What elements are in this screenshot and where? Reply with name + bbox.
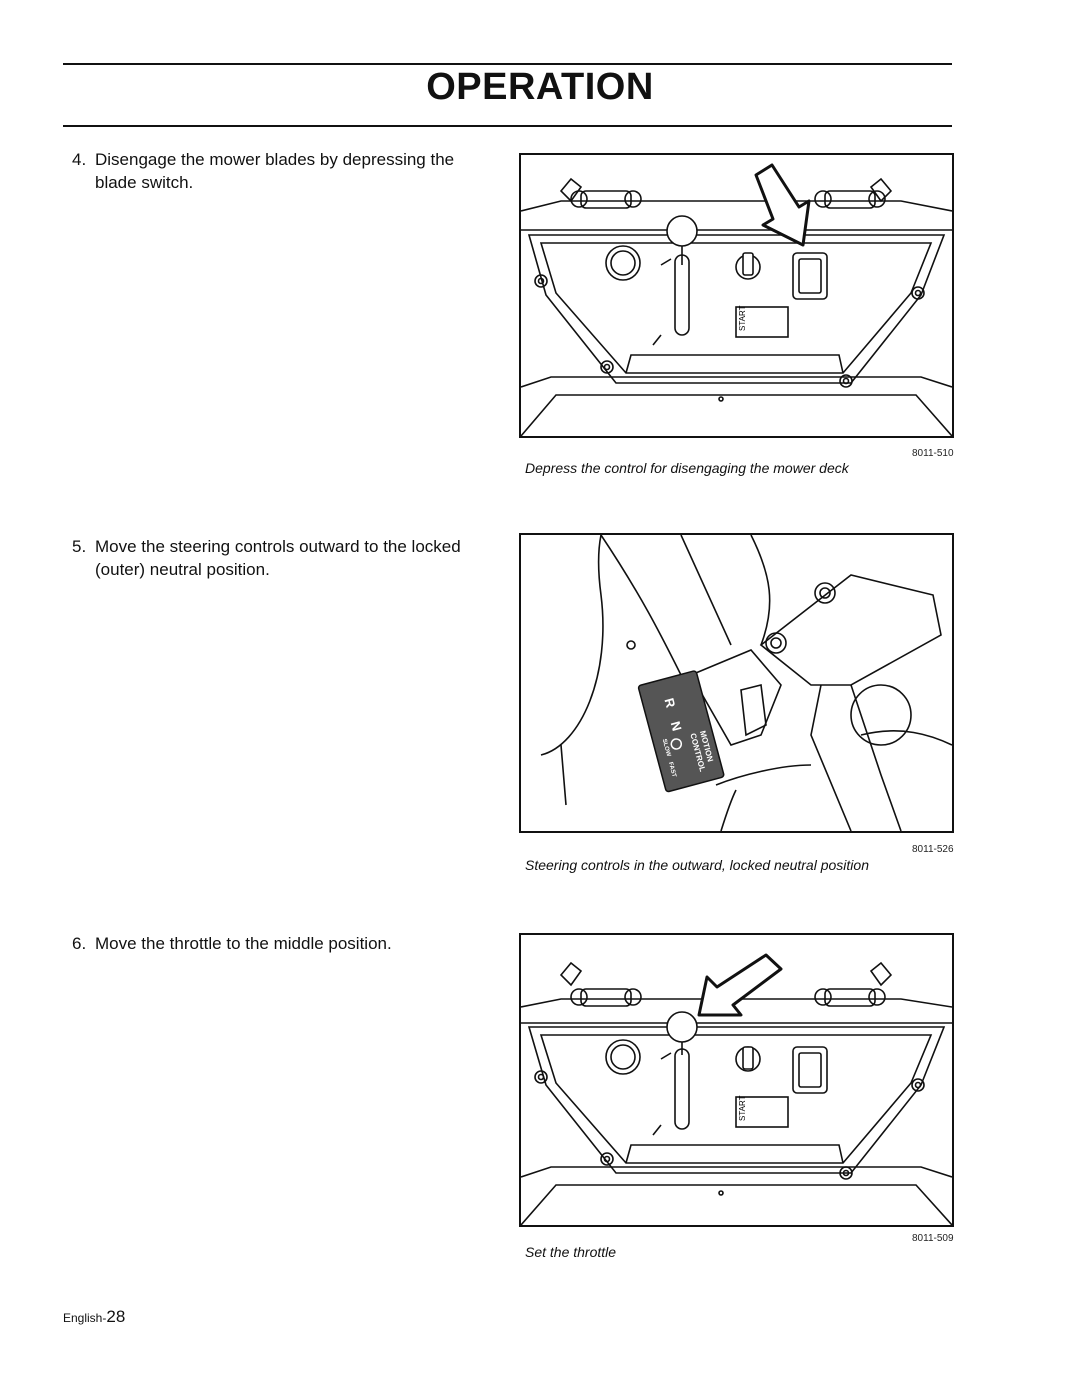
throttle-illustration: START: [521, 953, 952, 1225]
figure-id: 8011-510: [912, 448, 954, 459]
page-number: 28: [106, 1307, 126, 1326]
step-4: 4. Disengage the mower blades by depress…: [72, 148, 462, 194]
step-text: Disengage the mower blades by depressing…: [95, 150, 455, 192]
figure-caption: Set the throttle: [525, 1244, 617, 1260]
step-text: Move the throttle to the middle position…: [95, 934, 392, 953]
figure-id: 8011-526: [912, 844, 954, 855]
decal-n: N: [668, 720, 685, 733]
step-5: 5. Move the steering controls outward to…: [72, 535, 462, 581]
figure-caption: Depress the control for disengaging the …: [525, 460, 849, 476]
figure-steering-controls: R N SLOW FAST MOTION CONTROL: [519, 533, 954, 833]
page-footer: English-28: [63, 1307, 125, 1327]
figure-throttle: START: [519, 933, 954, 1227]
down-arrow-icon: [754, 163, 811, 247]
footer-language: English-: [63, 1311, 107, 1325]
decal-fast: FAST: [667, 762, 677, 779]
header-rule-top: [63, 63, 952, 65]
figure-blade-switch: START: [519, 153, 954, 438]
step-6: 6. Move the throttle to the middle posit…: [72, 932, 462, 955]
page-title: OPERATION: [426, 66, 654, 108]
header-rule-bottom: [63, 125, 952, 127]
motion-control-decal: R N SLOW FAST MOTION CONTROL: [637, 670, 725, 793]
panel-start-label: START: [738, 1095, 747, 1121]
figure-caption: Steering controls in the outward, locked…: [525, 857, 869, 873]
blade-switch-illustration: START: [521, 163, 952, 436]
diagonal-arrow-icon: [697, 953, 783, 1017]
panel-start-label: START: [738, 305, 747, 331]
step-number: 4.: [72, 150, 87, 169]
steering-controls-illustration: R N SLOW FAST MOTION CONTROL: [540, 535, 952, 831]
step-text: Move the steering controls outward to th…: [95, 537, 461, 579]
step-number: 5.: [72, 537, 87, 556]
decal-slow: SLOW: [661, 738, 672, 757]
figure-id: 8011-509: [912, 1233, 954, 1244]
step-number: 6.: [72, 934, 87, 953]
decal-r: R: [661, 696, 678, 710]
